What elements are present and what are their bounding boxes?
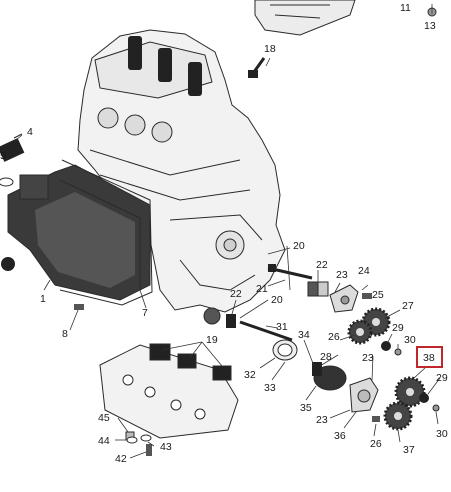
callout-28: 28 xyxy=(320,351,332,363)
bushing-22-upper xyxy=(307,281,329,297)
callout-26: 26 xyxy=(328,331,340,343)
callout-21: 21 xyxy=(256,283,268,295)
gear-37 xyxy=(383,401,413,431)
callout-33: 33 xyxy=(264,382,276,394)
callout-43: 43 xyxy=(160,441,172,453)
callout-30-upper: 30 xyxy=(404,334,416,346)
bushing-22-lower xyxy=(203,307,236,328)
callout-5: 5 xyxy=(0,150,6,162)
callout-35: 35 xyxy=(300,402,312,414)
callout-22-upper: 22 xyxy=(316,259,328,271)
gear-38 xyxy=(394,376,426,408)
callout-8: 8 xyxy=(62,328,68,340)
callout-30-lower: 30 xyxy=(436,428,448,440)
callout-26-lower: 26 xyxy=(370,438,382,450)
pump-body-35 xyxy=(312,362,347,391)
gasket xyxy=(59,159,153,306)
shaft-31 xyxy=(239,320,293,342)
callout-23-lower: 23 xyxy=(316,414,328,426)
callout-11: 11 xyxy=(400,2,411,14)
small-parts-42-45 xyxy=(125,431,152,456)
engine-block xyxy=(77,29,286,313)
coil-2 xyxy=(158,48,172,82)
nut-29-upper xyxy=(381,341,391,351)
shaft-21 xyxy=(267,264,313,280)
callout-45: 45 xyxy=(98,412,110,424)
bolt-25 xyxy=(362,293,372,299)
callout-labels: 11 13 18 4 5 1 8 7 20 22 23 24 25 21 22 … xyxy=(0,2,448,465)
oil-pan xyxy=(7,164,151,301)
callout-29-upper: 29 xyxy=(392,322,404,334)
callout-37: 37 xyxy=(403,444,415,456)
housing-36 xyxy=(349,377,379,413)
callout-31: 31 xyxy=(276,321,288,333)
callout-1: 1 xyxy=(40,293,46,305)
bushings-19 xyxy=(149,343,232,381)
callout-19: 19 xyxy=(206,334,218,346)
callout-13: 13 xyxy=(424,20,436,32)
bolt-23-lower xyxy=(372,416,380,422)
callout-38: 38 xyxy=(423,352,435,364)
callout-18: 18 xyxy=(264,43,276,55)
left-fittings xyxy=(0,133,25,271)
coil-1 xyxy=(128,36,142,70)
nut-29-lower xyxy=(419,393,429,403)
bolt-18 xyxy=(248,57,266,78)
callout-20-upper: 20 xyxy=(293,240,305,252)
callout-36: 36 xyxy=(334,430,346,442)
bolt-30-upper xyxy=(394,348,402,356)
callout-22-lower: 22 xyxy=(230,288,242,300)
callout-23-mid: 23 xyxy=(362,352,374,364)
callout-42: 42 xyxy=(115,453,127,465)
callout-7: 7 xyxy=(142,307,148,319)
gear-26 xyxy=(347,319,373,345)
callout-34: 34 xyxy=(298,329,310,341)
callout-4: 4 xyxy=(27,126,33,138)
bolt-30-lower xyxy=(432,404,440,412)
callout-23-upper: 23 xyxy=(336,269,348,281)
top-right-bracket xyxy=(254,0,356,36)
callout-44: 44 xyxy=(98,435,110,447)
bracket-23-upper xyxy=(329,284,359,313)
callout-20-lower: 20 xyxy=(271,294,283,306)
coil-3 xyxy=(188,62,202,96)
leader-lines xyxy=(15,4,441,459)
callout-25: 25 xyxy=(372,289,384,301)
seal-32 xyxy=(272,339,298,361)
callout-24: 24 xyxy=(358,265,370,277)
callout-27: 27 xyxy=(402,300,414,312)
callout-29-lower: 29 xyxy=(436,372,448,384)
callout-32: 32 xyxy=(244,369,256,381)
callout-38-highlight xyxy=(416,346,443,368)
bolt-8 xyxy=(74,304,84,310)
